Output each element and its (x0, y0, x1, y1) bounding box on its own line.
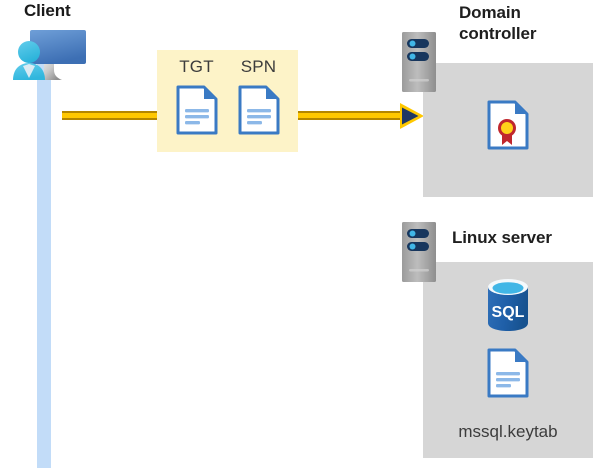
keytab-filename-label: mssql.keytab (458, 422, 558, 441)
tgt-label: TGT (179, 57, 214, 76)
ticket-label-row: TGT SPN (157, 57, 298, 77)
certificate-slot (423, 100, 593, 155)
domain-controller-title: Domain controller (459, 3, 537, 43)
document-icon (238, 85, 280, 140)
flow-line-right (298, 111, 406, 120)
linux-server-title: Linux server (452, 228, 552, 247)
server-rack-icon (402, 222, 436, 282)
server-rack-icon (402, 32, 436, 92)
sql-database-slot: SQL (423, 277, 593, 338)
document-icon (487, 348, 529, 403)
flow-arrowhead-icon (400, 103, 424, 129)
user-workstation-icon (8, 26, 92, 88)
ticket-panel: TGT SPN (157, 50, 298, 152)
flow-line-left (62, 111, 158, 120)
ticket-icon-row (157, 85, 298, 140)
spn-label: SPN (240, 57, 277, 76)
document-icon (176, 85, 218, 140)
certificate-document-icon (487, 100, 529, 155)
sql-database-icon: SQL (483, 277, 533, 338)
keytab-file-slot (423, 348, 593, 403)
svg-text:SQL: SQL (492, 304, 525, 321)
client-label: Client (24, 1, 71, 20)
client-lifeline (37, 60, 51, 468)
